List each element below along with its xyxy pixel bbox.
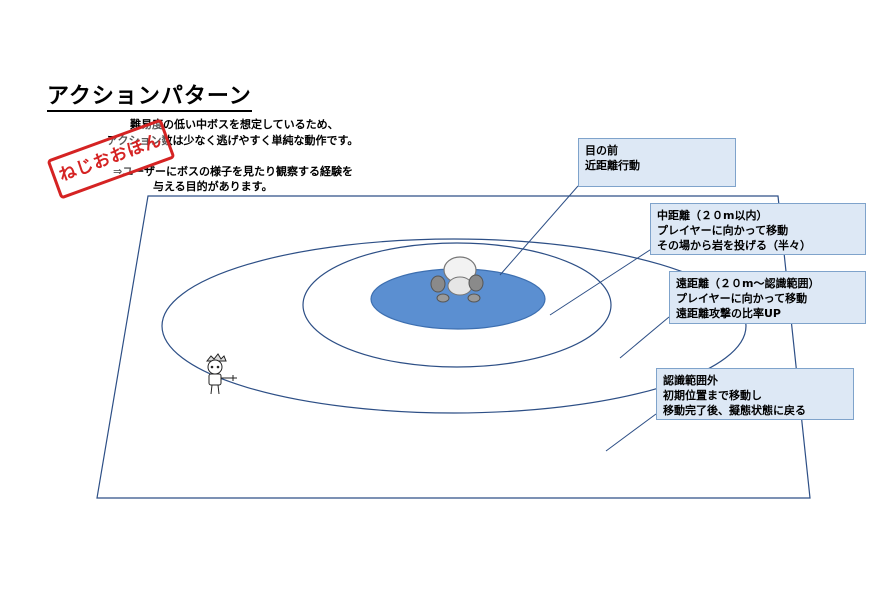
callout-outside-line-2: 移動完了後、擬態状態に戻る	[663, 404, 806, 417]
mid-range-ring	[302, 242, 612, 368]
description-line-1: 難易度の低い中ボスを想定しているため、	[130, 118, 339, 131]
arena-floor	[96, 195, 811, 499]
callout-mid-title: 中距離（２０m以内）	[657, 209, 768, 222]
callout-front-line-1: 近距離行動	[585, 159, 640, 172]
description-line-2: アクション数は少なく逃げやすく単純な動作です。	[107, 134, 359, 147]
page-title: アクションパターン	[47, 84, 252, 112]
callout-far-range: 遠距離（２０m～認識範囲） プレイヤーに向かって移動 遠距離攻撃の比率UP	[669, 271, 866, 324]
callout-front-title: 目の前	[585, 144, 618, 157]
leader-line-outside	[605, 413, 657, 452]
callout-outside-title: 認識範囲外	[663, 374, 718, 387]
leader-line-front	[499, 185, 579, 276]
boss-robot-icon	[430, 256, 484, 303]
callout-mid-line-2: その場から岩を投げる（半々）	[657, 239, 811, 252]
callout-front-range: 目の前 近距離行動	[578, 138, 736, 187]
callout-far-title: 遠距離（２０m～認識範囲）	[676, 277, 820, 290]
player-swordsman-icon	[205, 353, 237, 395]
callout-mid-range: 中距離（２０m以内） プレイヤーに向かって移動 その場から岩を投げる（半々）	[650, 203, 866, 255]
callout-far-line-2: 遠距離攻撃の比率UP	[676, 307, 781, 320]
callout-mid-line-1: プレイヤーに向かって移動	[657, 224, 789, 237]
leader-line-far	[619, 316, 670, 359]
description-line-3: ⇒ユーザーにボスの様子を見たり観察する経験を	[113, 165, 353, 178]
description-line-4: 与える目的があります。	[153, 180, 273, 193]
leader-line-mid	[549, 247, 654, 316]
callout-far-line-1: プレイヤーに向かって移動	[676, 292, 808, 305]
recognition-range-ring	[161, 238, 747, 414]
callout-outside-line-1: 初期位置まで移動し	[663, 389, 762, 402]
callout-outside-range: 認識範囲外 初期位置まで移動し 移動完了後、擬態状態に戻る	[656, 368, 854, 420]
